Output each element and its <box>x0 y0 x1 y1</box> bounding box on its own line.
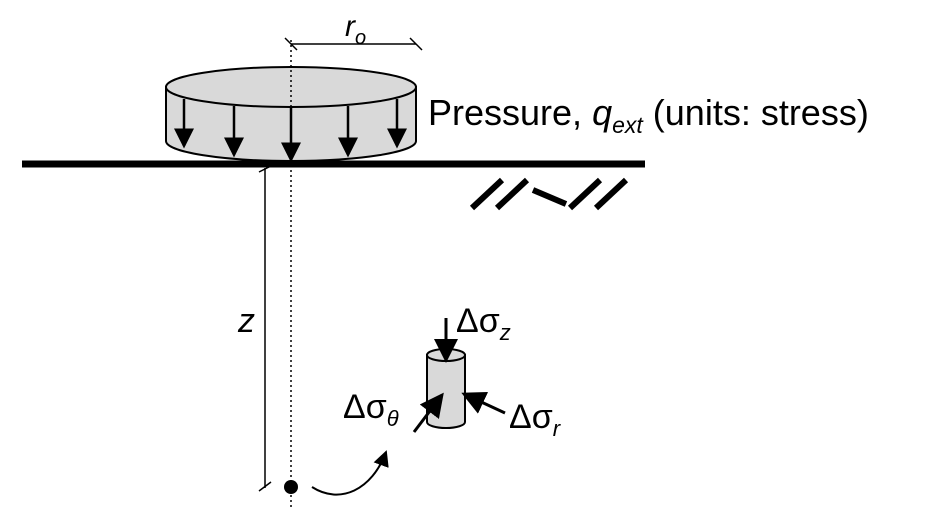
radius-label: ro <box>345 10 366 49</box>
point-at-depth <box>284 480 298 494</box>
pressure-label: Pressure, qext (units: stress) <box>428 92 869 138</box>
stress-z-label: Δσz <box>456 302 511 345</box>
soil-hatch <box>469 177 629 211</box>
depth-dimension <box>258 165 272 492</box>
curved-pointer-arrow <box>311 450 389 496</box>
stress-theta-arrow <box>412 392 444 433</box>
depth-label: z <box>237 302 255 340</box>
stress-r-arrow <box>461 391 506 415</box>
stress-r-label: Δσr <box>509 398 562 441</box>
stress-theta-label: Δσθ <box>343 388 399 431</box>
radius-dimension <box>284 37 423 51</box>
soil-element <box>426 348 466 429</box>
